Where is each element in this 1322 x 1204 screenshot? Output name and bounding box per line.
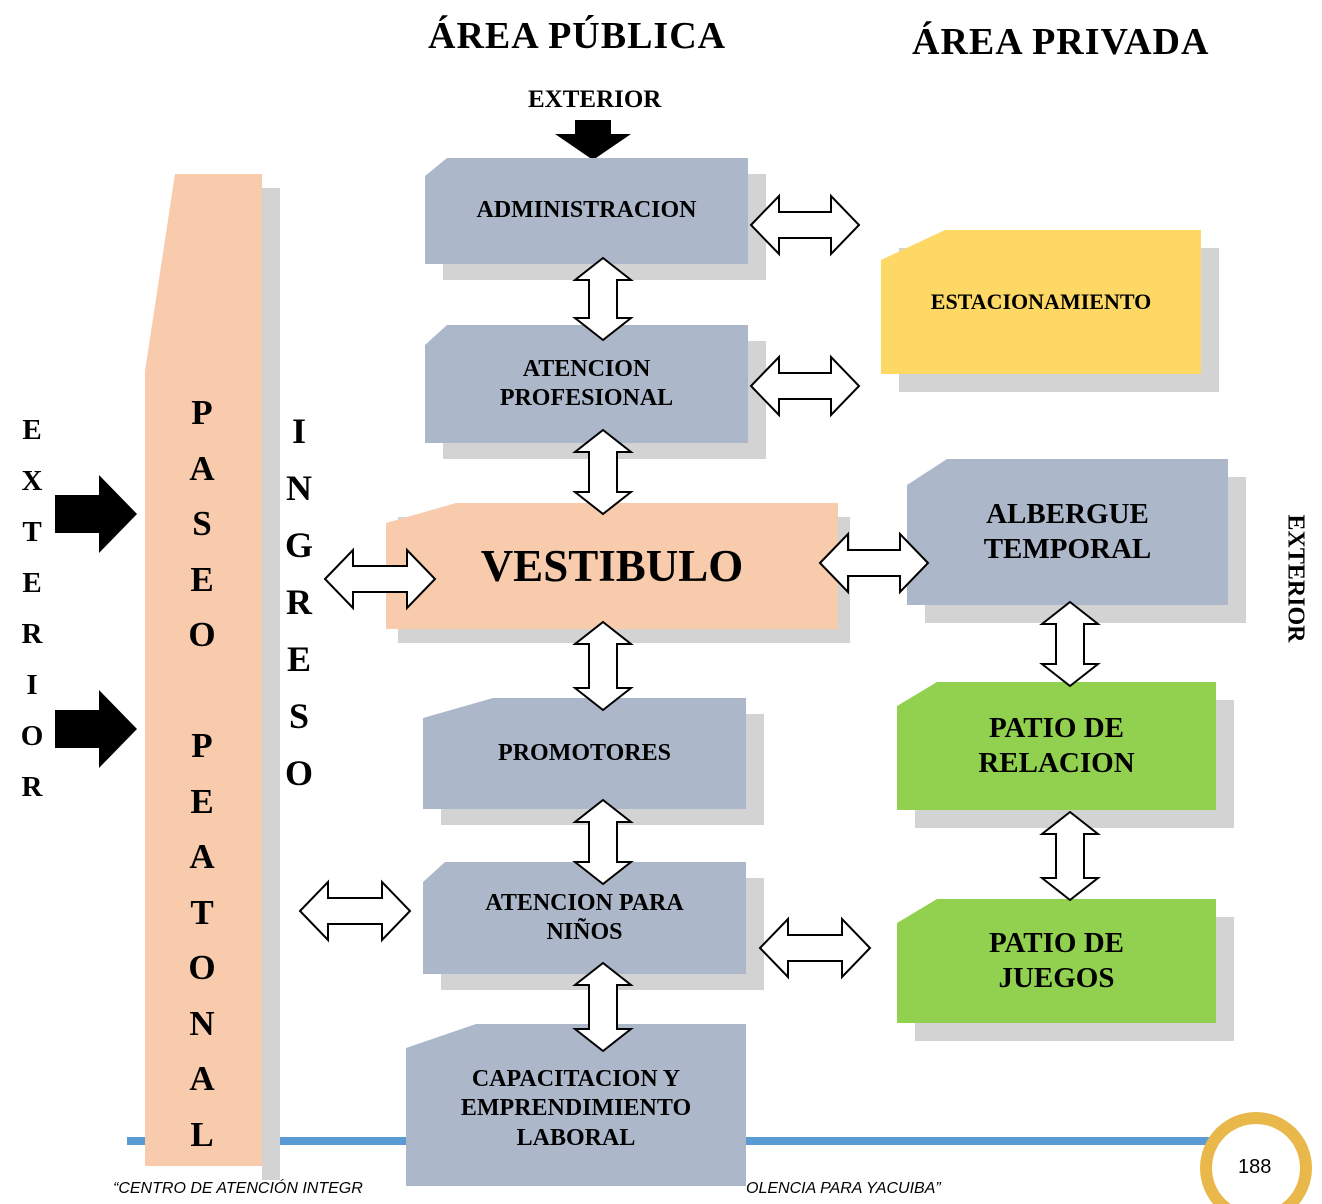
arrow-right-icon <box>55 475 137 553</box>
private-area-header: ÁREA PRIVADA <box>912 21 1210 63</box>
page-number: 188 <box>1238 1156 1272 1178</box>
vestibulo-box: VESTIBULO <box>386 503 850 643</box>
double-arrow-vertical-icon <box>572 961 634 1053</box>
double-arrow-vertical-icon <box>572 620 634 712</box>
double-arrow-horizontal-icon <box>749 193 861 257</box>
patio-juegos-box: PATIO DE JUEGOS <box>897 899 1234 1041</box>
double-arrow-horizontal-icon <box>749 354 861 418</box>
capacitacion-box: CAPACITACION Y EMPRENDIMIENTO LABORAL <box>406 1024 746 1186</box>
atencion-ninos-label: ATENCION PARA NIÑOS <box>485 889 684 945</box>
estacionamiento-box: ESTACIONAMIENTO <box>881 230 1219 392</box>
ingreso-label: I N G R E S O <box>284 411 313 793</box>
promotores-label: PROMOTORES <box>498 739 671 766</box>
exterior-left-label: E X T E R I O R <box>20 414 44 803</box>
double-arrow-horizontal-icon <box>298 879 412 943</box>
double-arrow-vertical-icon <box>572 428 634 516</box>
arrow-right-icon <box>55 690 137 768</box>
footer-text-left: “CENTRO DE ATENCIÓN INTEGR <box>113 1180 363 1197</box>
double-arrow-vertical-icon <box>1039 600 1101 688</box>
footer-text-right: OLENCIA PARA YACUIBA” <box>746 1180 941 1197</box>
capacitacion-label: CAPACITACION Y EMPRENDIMIENTO LABORAL <box>460 1066 692 1151</box>
patio-juegos-label: PATIO DE JUEGOS <box>988 926 1125 994</box>
page-seal-icon <box>1200 1112 1312 1204</box>
double-arrow-vertical-icon <box>572 256 634 342</box>
double-arrow-horizontal-icon <box>323 547 437 611</box>
public-area-header: ÁREA PÚBLICA <box>428 15 727 57</box>
arrow-down-icon <box>555 120 631 160</box>
administracion-box: ADMINISTRACION <box>425 158 766 280</box>
paseo-peatonal-label: P A S E O P E A T O N A L <box>188 393 216 1154</box>
double-arrow-horizontal-icon <box>758 916 872 980</box>
patio-relacion-label: PATIO DE RELACION <box>978 711 1135 779</box>
paseo-peatonal-band <box>145 174 280 1180</box>
patio-relacion-box: PATIO DE RELACION <box>897 682 1234 828</box>
exterior-top-label: EXTERIOR <box>528 86 662 113</box>
promotores-box: PROMOTORES <box>423 698 764 825</box>
administracion-label: ADMINISTRACION <box>476 197 697 224</box>
atencion-profesional-box: ATENCION PROFESIONAL <box>425 325 766 459</box>
double-arrow-vertical-icon <box>572 798 634 886</box>
double-arrow-vertical-icon <box>1039 810 1101 902</box>
vestibulo-label: VESTIBULO <box>480 540 744 591</box>
estacionamiento-label: ESTACIONAMIENTO <box>930 288 1152 314</box>
exterior-right-label: EXTERIOR <box>1282 514 1309 643</box>
albergue-box: ALBERGUE TEMPORAL <box>907 459 1246 623</box>
atencion-ninos-box: ATENCION PARA NIÑOS <box>423 862 764 990</box>
atencion-profesional-label: ATENCION PROFESIONAL <box>499 355 674 411</box>
albergue-label: ALBERGUE TEMPORAL <box>983 497 1152 565</box>
double-arrow-horizontal-icon <box>818 531 930 595</box>
